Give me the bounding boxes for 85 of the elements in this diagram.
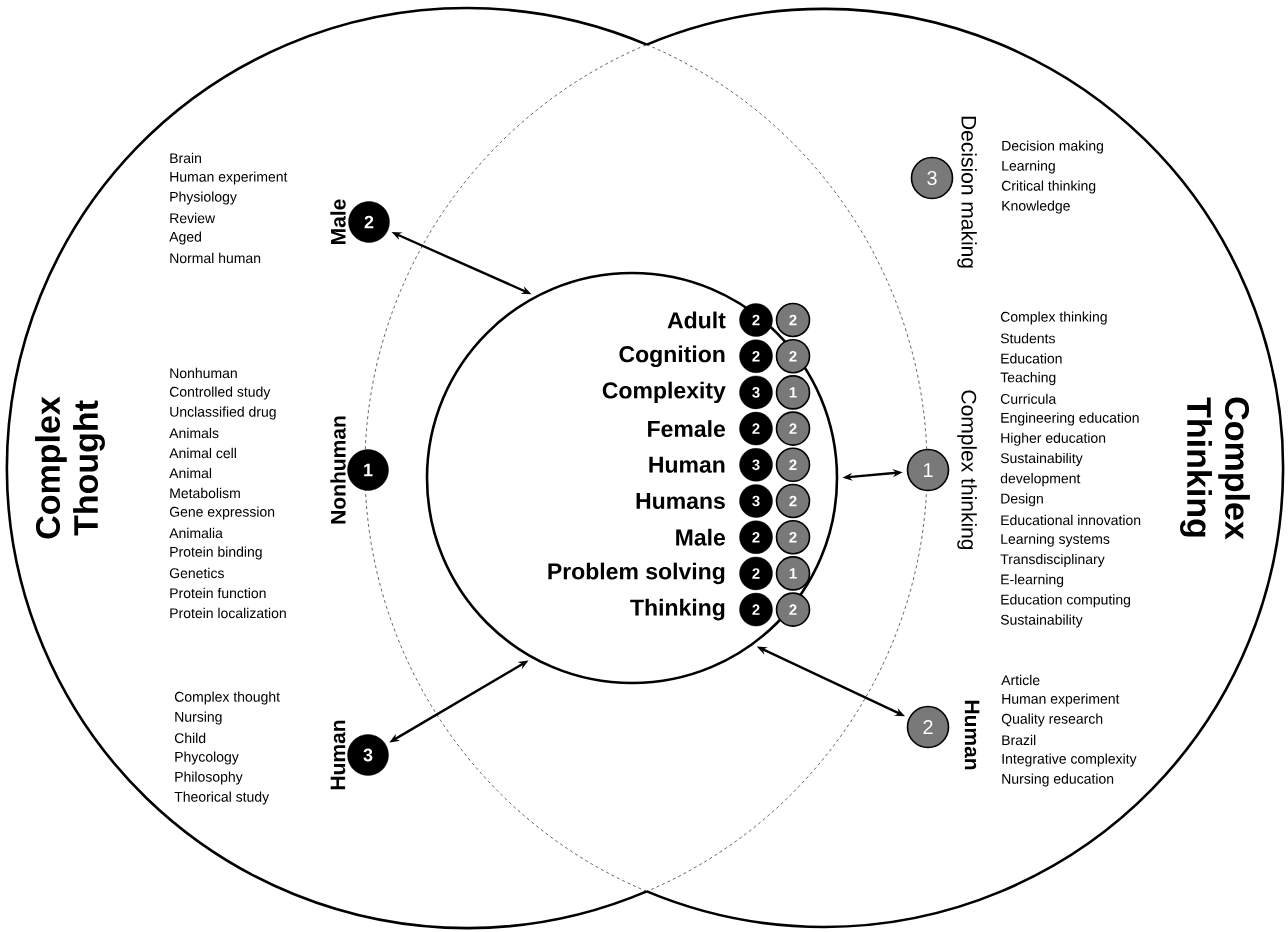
keyword-text: Brain (170, 152, 201, 164)
keyword-text: Education computing (1001, 594, 1131, 608)
count-badge: 2 (775, 411, 811, 446)
keyword-text: Gene expression (169, 506, 275, 520)
count-badge: 2 (775, 338, 811, 374)
count-badge: 2 (739, 592, 773, 627)
keyword-text: Physiology (170, 191, 237, 205)
keyword-text: Metabolism (170, 487, 240, 499)
keyword-text: Protein function (170, 587, 266, 599)
keyword-text: Learning (1002, 160, 1055, 174)
keyword-text: Nursing education (1002, 773, 1114, 787)
keyword-text: Educational innovation (1001, 514, 1141, 526)
cluster-label: Nonhuman (330, 416, 346, 524)
cluster-label: Human (964, 700, 980, 770)
keyword-text: Learning systems (1001, 533, 1110, 547)
keyword-text: Philosophy (175, 771, 243, 785)
keyword-text: Nursing (175, 711, 222, 725)
term-label: Cognition (619, 345, 725, 367)
keyword-text: Article (1001, 674, 1040, 686)
count-badge: 2 (775, 519, 811, 555)
term-label: Adult (667, 311, 726, 329)
keyword-text: Unclassified drug (170, 406, 276, 420)
count-badge: 1 (775, 556, 811, 591)
count-badge: 2 (739, 339, 773, 373)
keyword-text: Child (174, 732, 206, 744)
keyword-text: Sustainability (1000, 614, 1083, 628)
count-badge: 1 (775, 375, 811, 410)
keyword-text: Sustainability (1000, 452, 1083, 466)
keyword-text: Decision making (1002, 140, 1103, 154)
keyword-text: Higher education (1001, 432, 1106, 446)
count-badge: 2 (775, 483, 811, 519)
term-label: Human (649, 456, 725, 473)
keyword-text: Animal cell (169, 447, 236, 459)
keyword-text: Controlled study (169, 386, 271, 400)
term-label: Complexity (602, 381, 726, 404)
keyword-text: Protein binding (170, 546, 262, 560)
count-badge: 3 (739, 448, 773, 482)
count-badge: 2 (739, 520, 773, 554)
keyword-text: Theorical study (174, 791, 270, 805)
keyword-text: E-learning (1001, 574, 1064, 588)
keyword-text: Phycology (175, 751, 239, 765)
keyword-text: Curricula (1000, 393, 1057, 404)
term-label: Thinking (630, 598, 725, 621)
keyword-text: Animals (169, 427, 219, 439)
count-badge: 2 (775, 592, 811, 627)
keyword-text: Transdisciplinary (1000, 553, 1105, 567)
cluster-label: Male (330, 199, 346, 244)
keyword-text: Animal (169, 467, 212, 479)
keyword-text: Complex thinking (1000, 311, 1107, 325)
count-badge: 2 (775, 302, 811, 338)
count-badge: 3 (739, 375, 773, 410)
keyword-text: Human experiment (170, 171, 288, 185)
keyword-text: development (1000, 473, 1081, 487)
term-label: Female (648, 420, 726, 438)
count-badge: 2 (739, 303, 773, 337)
count-badge: 2 (775, 447, 811, 483)
count-badge: 3 (739, 484, 773, 518)
center-circle (425, 271, 839, 685)
term-label: Male (676, 528, 726, 546)
keyword-text: Protein localization (170, 607, 286, 619)
term-label: Problem solving (548, 562, 725, 585)
cluster-label: Human (330, 720, 346, 790)
keyword-text: Normal human (170, 252, 261, 264)
keyword-text: Quality research (1001, 713, 1103, 727)
keyword-text: Integrative complexity (1002, 753, 1137, 767)
keyword-text: Critical thinking (1001, 180, 1096, 194)
term-label: Humans (636, 493, 725, 510)
keyword-text: Genetics (169, 567, 224, 579)
keyword-text: Human experiment (1002, 693, 1120, 707)
count-badge: 2 (739, 556, 773, 591)
keyword-text: Knowledge (1002, 200, 1070, 214)
keyword-text: Education (1001, 353, 1062, 364)
keyword-text: Aged (169, 231, 201, 245)
keyword-text: Complex thought (174, 691, 280, 705)
cluster-label: Decision making (957, 116, 977, 268)
keyword-text: Students (1000, 333, 1055, 344)
keyword-text: Design (1001, 493, 1043, 507)
keyword-text: Review (170, 212, 216, 224)
keyword-text: Teaching (1000, 372, 1056, 386)
cluster-label: Complex thinking (957, 390, 977, 550)
count-badge: 2 (739, 411, 773, 446)
keyword-text: Nonhuman (170, 367, 237, 379)
keyword-text: Brazil (1002, 734, 1036, 746)
keyword-text: Engineering education (1001, 412, 1139, 426)
keyword-text: Animalia (169, 527, 223, 539)
